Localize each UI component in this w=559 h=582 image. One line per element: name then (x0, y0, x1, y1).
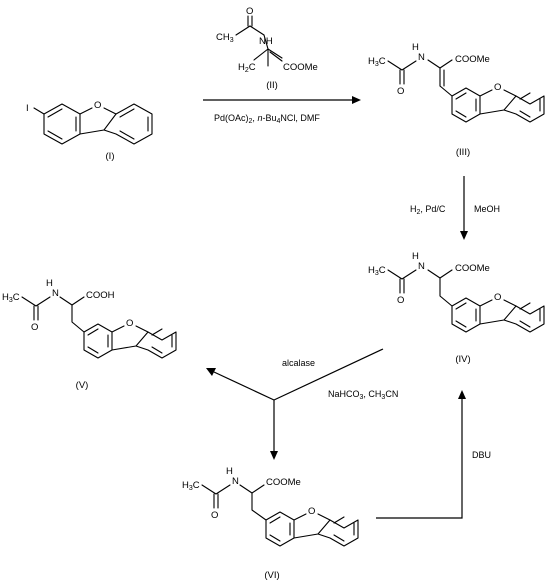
arrow-step2 (460, 176, 468, 240)
ester-label: COOMe (455, 263, 490, 274)
compound-III-label: (III) (456, 147, 470, 158)
methyl-label: H3C (368, 56, 386, 68)
atom-oxygen: O (211, 510, 218, 521)
step2-solvent: MeOH (474, 204, 500, 214)
compound-V-label: (V) (76, 380, 89, 391)
arrow-step3 (206, 348, 384, 460)
methyl-label: CH3 (216, 32, 234, 44)
atom-oxygen: O (397, 295, 404, 306)
arrow-step4 (376, 390, 466, 519)
methylene-label: H2C (238, 62, 256, 74)
amine-H-label: H (226, 466, 233, 477)
ester-label: COOMe (283, 62, 318, 73)
compound-IV-label: (IV) (455, 354, 470, 365)
compound-I: I O (I) (26, 100, 153, 162)
atom-oxygen: O (397, 86, 404, 97)
amine-N-label: N (52, 288, 59, 299)
compound-V: H3C H N O COOH O (V) (2, 278, 177, 391)
amine-N-label: N (418, 261, 425, 272)
compound-VI: H3C H N O COOMe O (VI) (182, 466, 359, 581)
ring-oxygen: O (126, 318, 133, 329)
arrow-step1 (203, 96, 361, 104)
amine-N-label: N (232, 476, 239, 487)
ring-oxygen: O (308, 506, 315, 517)
ring-oxygen: O (494, 82, 501, 93)
atom-iodine: I (26, 103, 29, 114)
compound-II: CH3 O NH H2C COOMe (II) (216, 6, 318, 91)
amine-label: NH (259, 36, 273, 47)
step1-conditions: Pd(OAc)2, n-Bu4NCl, DMF (214, 113, 320, 125)
methyl-label: H3C (368, 265, 386, 277)
atom-oxygen: O (31, 322, 38, 333)
amine-N-label: N (418, 52, 425, 63)
step2-reagent: H2, Pd/C (410, 204, 446, 216)
step4-reagent: DBU (472, 450, 491, 460)
compound-VI-label: (VI) (264, 570, 279, 581)
atom-oxygen: O (246, 6, 253, 17)
compound-II-label: (II) (266, 80, 278, 91)
methyl-label: H3C (182, 480, 200, 492)
step3-buffer: NaHCO3, CH3CN (328, 389, 398, 401)
compound-III: H3C H N O COOMe O (III) (368, 42, 545, 158)
compound-I-label: (I) (106, 151, 115, 162)
amine-H-label: H (412, 251, 419, 262)
amine-H-label: H (412, 42, 419, 53)
step3-enzyme: alcalase (282, 358, 315, 368)
compound-IV: H3C H N O COOMe O (IV) (368, 251, 545, 365)
ring-oxygen: O (494, 292, 501, 303)
atom-oxygen: O (94, 100, 101, 111)
methyl-label: H3C (2, 292, 20, 304)
acid-label: COOH (86, 290, 115, 301)
ester-label: COOMe (455, 54, 490, 65)
amine-H-label: H (46, 278, 53, 289)
ester-label: COOMe (266, 477, 301, 488)
